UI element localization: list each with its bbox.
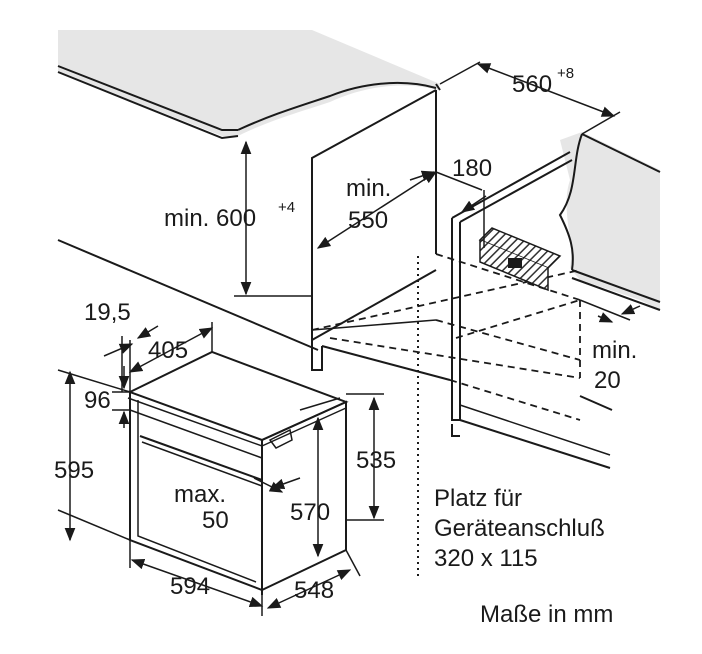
dim-180: 180 (452, 155, 492, 182)
dim-96: 96 (84, 387, 111, 414)
dim-max-50-line1: max. (174, 481, 226, 508)
dim-548: 548 (294, 577, 334, 604)
worktop-right (558, 132, 661, 311)
dim-535: 535 (356, 447, 396, 474)
dimension-lines (57, 61, 641, 616)
dim-max-50-line2: 50 (202, 507, 229, 534)
dim-600-tolerance: +4 (278, 199, 295, 216)
note-line3: 320 x 115 (434, 545, 538, 572)
note-line2: Geräteanschluß (434, 515, 605, 542)
units-label: Maße in mm (480, 601, 613, 628)
dim-min-550-line2: 550 (348, 207, 388, 234)
dim-595: 595 (54, 457, 94, 484)
dim-570: 570 (290, 499, 330, 526)
dim-min-600: min. 600 (164, 205, 256, 232)
dim-min-20-line2: 20 (594, 367, 621, 394)
dim-560-tolerance: +8 (557, 65, 574, 82)
worktop-left (57, 30, 441, 140)
dim-min-550-line1: min. (346, 175, 391, 202)
oven-appliance (127, 350, 349, 595)
note-line1: Platz für (434, 485, 522, 512)
dim-19-5: 19,5 (84, 299, 131, 326)
dim-min-20-line1: min. (592, 337, 637, 364)
dim-405: 405 (148, 337, 188, 364)
cabinet-outline (57, 89, 613, 578)
dim-594: 594 (170, 573, 210, 600)
dim-560: 560 (512, 71, 552, 98)
